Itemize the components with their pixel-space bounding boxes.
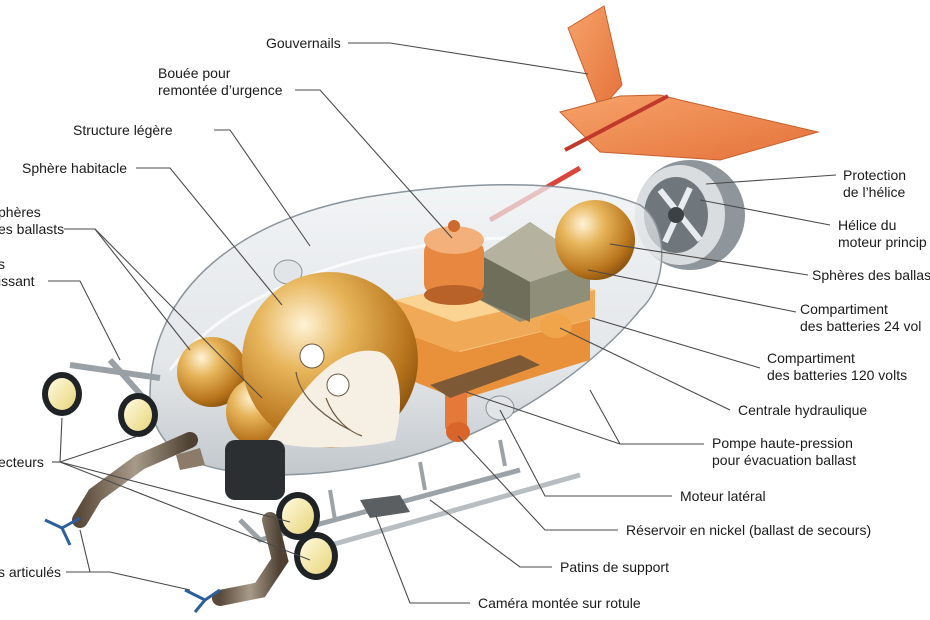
emergency-buoy — [424, 220, 484, 305]
propeller-shroud — [635, 160, 745, 270]
hydraulic-unit — [540, 314, 572, 338]
label-patins: Patins de support — [560, 559, 669, 575]
label-camera: Caméra montée sur rotule — [478, 595, 641, 611]
label-left-cut-line2: issant — [0, 273, 35, 289]
label-compartiment-120-line1: Compartiment — [767, 350, 855, 366]
label-compartiment-24-line1: Compartiment — [800, 301, 888, 317]
label-centrale-hydraulique: Centrale hydraulique — [738, 402, 867, 418]
articulated-arms — [44, 432, 289, 613]
camera-mount — [360, 495, 410, 518]
label-gouvernails: Gouvernails — [266, 35, 341, 51]
label-compartiment-24-line2: des batteries 24 vol — [800, 318, 921, 334]
label-pompe-line1: Pompe haute-pression — [712, 435, 853, 451]
label-helice-line1: Hélice du — [838, 217, 896, 233]
label-pompe-line2: pour évacuation ballast — [712, 452, 856, 468]
ballast-sphere-rear — [555, 200, 635, 280]
rudders — [488, 5, 820, 223]
label-compartiment-120-line2: des batteries 120 volts — [767, 367, 907, 383]
label-bras-articules: s articulés — [0, 564, 61, 580]
nickel-reservoir — [446, 422, 470, 442]
label-spheres-ballasts-line2: es ballasts — [0, 221, 64, 237]
label-structure: Structure légère — [73, 122, 173, 138]
label-projecteurs: ecteurs — [0, 454, 44, 470]
ballast-sphere-front-upper — [177, 337, 247, 407]
crew-member-2 — [326, 373, 350, 397]
projectors — [42, 358, 338, 580]
label-spheres-ballasts-line1: phères — [0, 204, 41, 220]
crew-member-1 — [299, 343, 325, 369]
label-helice-line2: moteur princip — [838, 234, 927, 250]
label-spheres-ballasts-right: Sphères des ballas — [812, 267, 930, 283]
label-sphere-habitacle: Sphère habitacle — [22, 160, 127, 176]
lateral-motor — [430, 355, 540, 398]
label-protection-line2: de l’hélice — [843, 184, 905, 200]
leader-lines — [48, 42, 837, 604]
label-left-cut-line1: s — [0, 256, 5, 272]
crew-sphere — [242, 272, 418, 448]
label-protection-line1: Protection — [843, 167, 906, 183]
label-bouee-line1: Bouée pour — [158, 65, 231, 81]
label-moteur-lateral: Moteur latéral — [680, 488, 766, 504]
label-bouee-line2: remontée d’urgence — [158, 82, 283, 98]
labels: Gouvernails Bouée pour remontée d’urgenc… — [0, 35, 930, 611]
label-reservoir: Réservoir en nickel (ballast de secours) — [626, 522, 871, 538]
